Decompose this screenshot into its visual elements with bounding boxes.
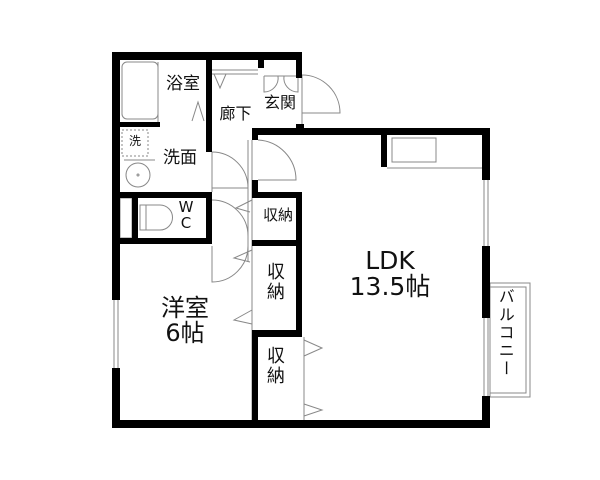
washroom-label: 洗面 <box>163 148 197 168</box>
washer-space <box>121 129 149 157</box>
ldk-size: 13.5帖 <box>349 272 431 302</box>
entrance-label: 玄関 <box>263 93 296 112</box>
storage-low-label: 収納 <box>263 346 285 386</box>
bathtub <box>121 61 159 120</box>
storage-small-label: 収納 <box>262 206 293 224</box>
western-room-label: 洋室 6帖 <box>140 294 230 348</box>
bath-label: 浴室 <box>166 74 200 94</box>
corridor-label: 廊下 <box>219 104 252 123</box>
storage-mid-label: 収納 <box>263 262 285 302</box>
kitchen-sink <box>391 137 437 163</box>
sink <box>125 162 151 188</box>
western-room-size: 6帖 <box>165 319 205 348</box>
wc-label-w: W <box>178 198 194 216</box>
washer-label: 洗 <box>128 134 141 148</box>
wc-label: W C <box>176 198 196 232</box>
toilet <box>139 204 173 231</box>
western-room-name: 洋室 <box>161 294 209 322</box>
ldk-name: LDK <box>365 246 415 275</box>
wc-label-c: C <box>180 213 192 232</box>
balcony-label: バルコニー <box>495 288 515 378</box>
ldk-label: LDK 13.5帖 <box>330 246 450 302</box>
